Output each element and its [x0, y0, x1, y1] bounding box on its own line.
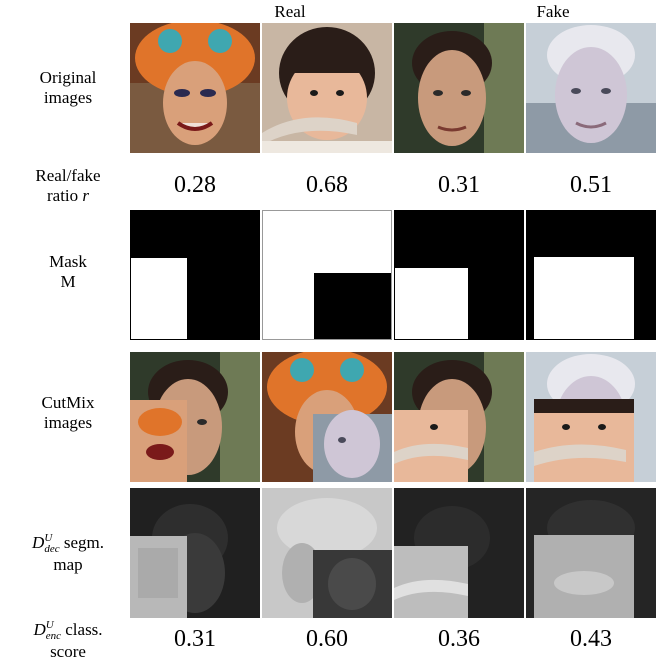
cutmix-image-1 [130, 352, 260, 482]
row-label-ratio-line1: Real/fake [35, 166, 101, 185]
segm-map-2-image [262, 488, 392, 618]
row-label-cutmix-line2: images [43, 413, 93, 432]
segm-map-2 [262, 488, 392, 618]
mask-4 [526, 210, 656, 340]
mask-4-white-region [534, 257, 634, 339]
row-label-ratio: Real/fake ratio r [8, 166, 128, 206]
segm-map-4 [526, 488, 656, 618]
class-symbol-sub: enc [45, 630, 61, 643]
segm-map-4-image [526, 488, 656, 618]
ratio-value-1: 0.28 [174, 172, 216, 198]
cutmix-image-2 [262, 352, 392, 482]
row-label-ratio-word: ratio [46, 186, 83, 205]
mask-1 [130, 210, 260, 340]
header-real: Real [274, 2, 306, 21]
class-symbol-sup: U [45, 619, 54, 632]
class-score-3: 0.36 [438, 626, 480, 652]
class-symbol-d: D [33, 620, 46, 639]
cutmix-composite-4 [526, 352, 656, 482]
class-score-1: 0.31 [174, 626, 216, 652]
segm-symbol-sup: U [44, 532, 53, 545]
ratio-value-2: 0.68 [306, 172, 348, 198]
segm-map-3 [394, 488, 524, 618]
original-image-real-1 [130, 23, 260, 153]
mask-3-white-region [395, 268, 468, 339]
ratio-value-3: 0.31 [438, 172, 480, 198]
face-image-child-spoon [262, 23, 392, 153]
cutmix-composite-1 [130, 352, 260, 482]
original-image-fake-1 [394, 23, 524, 153]
cutmix-image-3 [394, 352, 524, 482]
row-label-original-line2: images [43, 88, 93, 107]
row-label-original-line1: Original [39, 68, 97, 87]
segm-map-1 [130, 488, 260, 618]
face-image-white-hair-man [526, 23, 656, 153]
row-label-ratio-symbol: r [82, 186, 90, 205]
mask-2-black-region [314, 273, 391, 339]
row-label-class-line2: score [50, 642, 86, 662]
class-score-4: 0.43 [570, 626, 612, 652]
header-fake: Fake [536, 2, 570, 21]
class-score-2: 0.60 [306, 626, 348, 652]
face-image-orange-helmet [130, 23, 260, 153]
row-label-mask-line2: M [60, 272, 76, 291]
cutmix-composite-3 [394, 352, 524, 482]
mask-2 [262, 210, 392, 340]
row-label-mask: Mask M [8, 252, 128, 292]
row-label-mask-line1: Mask [49, 252, 87, 271]
segm-label-rest: segm. [59, 533, 104, 552]
segm-symbol-sub: dec [44, 543, 60, 556]
segm-symbol-d: D [32, 533, 45, 552]
segm-map-1-image [130, 488, 260, 618]
mask-1-white-region [131, 258, 187, 339]
row-label-ratio-line2: ratio r [8, 186, 128, 206]
row-label-cutmix: CutMix images [8, 393, 128, 433]
face-image-dark-hair-man [394, 23, 524, 153]
original-image-fake-2 [526, 23, 656, 153]
cutmix-composite-2 [262, 352, 392, 482]
cutmix-image-4 [526, 352, 656, 482]
row-label-cutmix-line1: CutMix [41, 393, 95, 412]
original-image-real-2 [262, 23, 392, 153]
row-label-segm-line2: map [53, 555, 83, 575]
class-label-rest: class. [61, 620, 103, 639]
ratio-value-4: 0.51 [570, 172, 612, 198]
segm-map-3-image [394, 488, 524, 618]
row-label-original: Original images [8, 68, 128, 108]
mask-3 [394, 210, 524, 340]
